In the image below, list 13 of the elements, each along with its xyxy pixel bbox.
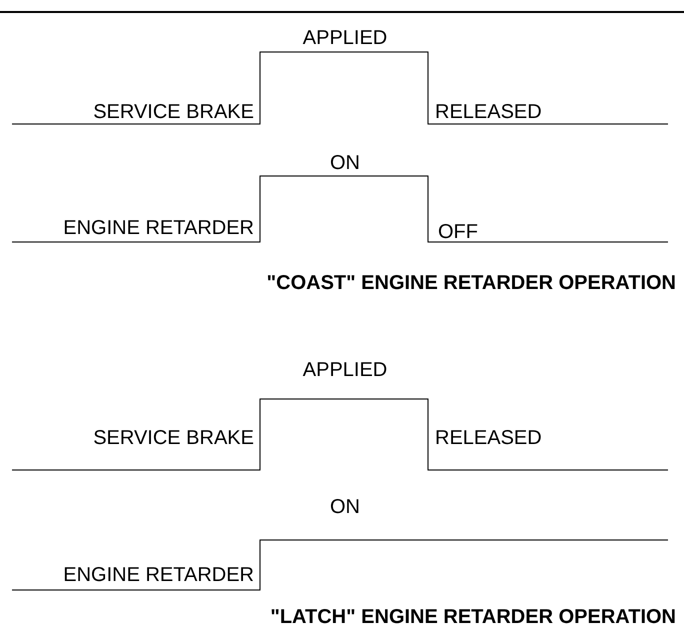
state-label: APPLIED [302,358,388,382]
signal-name: ENGINE RETARDER [63,216,254,240]
state-label: ON [330,151,360,175]
signal-name: SERVICE BRAKE [93,426,254,450]
diagram-caption: "LATCH" ENGINE RETARDER OPERATION [270,605,676,629]
signal-name: SERVICE BRAKE [93,100,254,124]
signal-name: ENGINE RETARDER [63,563,254,587]
state-label: RELEASED [435,426,542,450]
state-label: ON [330,495,360,519]
diagram-caption: "COAST" ENGINE RETARDER OPERATION [266,271,676,295]
state-label: APPLIED [302,26,388,50]
state-label: RELEASED [435,100,542,124]
state-label: OFF [438,220,478,244]
